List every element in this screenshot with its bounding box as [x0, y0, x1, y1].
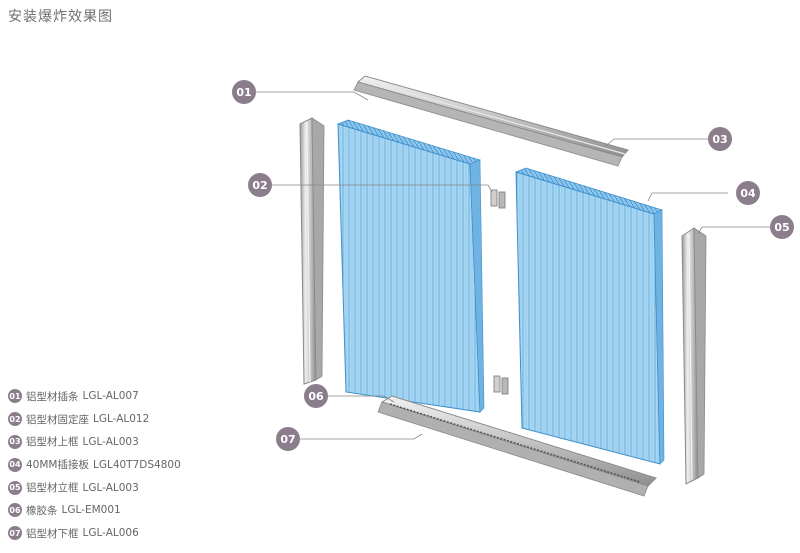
legend-part-name: 铝型材上框: [26, 436, 79, 449]
legend-item: 07 铝型材下框 LGL-AL006: [8, 522, 181, 545]
legend-item: 05 铝型材立框 LGL-AL003: [8, 476, 181, 499]
left-vertical-frame: [299, 117, 325, 385]
legend-number: 05: [8, 480, 22, 495]
legend-part-code: LGL-AL006: [82, 527, 139, 540]
fixing-seat-upper: [490, 189, 506, 209]
callout-03: 03: [708, 127, 732, 151]
legend-number: 04: [8, 457, 22, 472]
legend-number: 07: [8, 526, 22, 541]
right-vertical-frame: [681, 227, 707, 485]
callout-05: 05: [770, 215, 794, 239]
left-panel: [336, 119, 485, 413]
legend-number: 01: [8, 389, 22, 404]
parts-legend: 01 铝型材插条 LGL-AL007 02 铝型材固定座 LGL-AL012 0…: [8, 385, 181, 545]
legend-item: 02 铝型材固定座 LGL-AL012: [8, 408, 181, 431]
legend-item: 04 40MM插接板 LGL40T7DS4800: [8, 453, 181, 476]
legend-item: 06 橡胶条 LGL-EM001: [8, 499, 181, 522]
callout-04: 04: [736, 181, 760, 205]
callout-06: 06: [304, 384, 328, 408]
leader-lines: [256, 91, 770, 440]
legend-part-name: 铝型材固定座: [26, 413, 89, 426]
legend-part-code: LGL-AL003: [82, 435, 139, 448]
callout-02: 02: [248, 173, 272, 197]
legend-item: 03 铝型材上框 LGL-AL003: [8, 431, 181, 454]
legend-part-code: LGL-AL012: [93, 413, 150, 426]
top-frame: [353, 75, 629, 167]
page-title: 安装爆炸效果图: [8, 9, 113, 25]
legend-part-name: 铝型材插条: [26, 390, 79, 403]
bottom-frame: [377, 395, 657, 497]
legend-part-name: 铝型材立框: [26, 482, 79, 495]
legend-part-code: LGL-AL007: [82, 390, 139, 403]
legend-part-name: 铝型材下框: [26, 527, 79, 540]
callout-07: 07: [276, 427, 300, 451]
legend-number: 02: [8, 412, 22, 427]
legend-item: 01 铝型材插条 LGL-AL007: [8, 385, 181, 408]
legend-part-code: LGL-AL003: [82, 481, 139, 494]
legend-part-code: LGL40T7DS4800: [92, 458, 181, 471]
right-panel: [514, 167, 665, 465]
callout-01: 01: [232, 80, 256, 104]
fixing-seat-lower: [493, 375, 509, 395]
legend-part-name: 40MM插接板: [26, 459, 89, 472]
legend-part-name: 橡胶条: [26, 504, 58, 517]
legend-number: 06: [8, 503, 22, 518]
legend-part-code: LGL-EM001: [61, 504, 121, 517]
legend-number: 03: [8, 434, 22, 449]
